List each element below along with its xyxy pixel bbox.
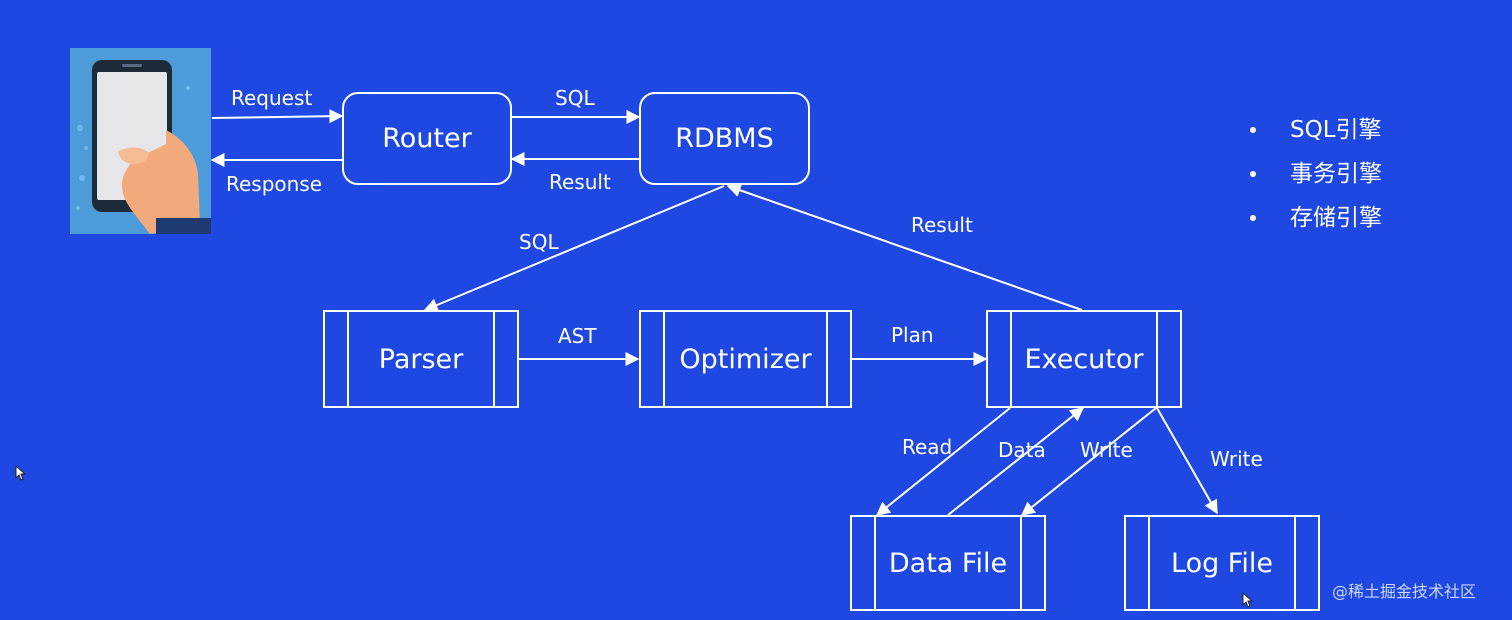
- edge-label-result-executor-rdbms: Result: [911, 213, 973, 237]
- parser-label: Parser: [378, 343, 464, 375]
- rdbms-node: RDBMS: [639, 92, 810, 185]
- mouse-cursor-icon: [15, 465, 27, 481]
- edge-label-data: Data: [998, 438, 1046, 462]
- mouse-cursor-icon: [1242, 592, 1254, 608]
- edge-label-result-rdbms-router: Result: [549, 170, 611, 194]
- edge-label-write-data: Write: [1080, 438, 1133, 462]
- watermark: @稀土掘金技术社区: [1332, 582, 1477, 601]
- engine-item-storage: 存储引擎: [1248, 200, 1382, 244]
- parser-node: Parser: [323, 310, 519, 408]
- edge-label-sql-router-rdbms: SQL: [555, 86, 595, 110]
- executor-label: Executor: [1024, 343, 1144, 375]
- smartphone-hand-icon: [70, 48, 211, 234]
- edge-write-data: [1020, 407, 1157, 516]
- edge-label-request: Request: [231, 86, 313, 110]
- engine-list: SQL引擎 事务引擎 存储引擎: [1248, 112, 1382, 244]
- edge-label-sql-rdbms-parser: SQL: [519, 230, 559, 254]
- edge-data: [947, 407, 1085, 516]
- data-file-label: Data File: [888, 547, 1008, 579]
- engine-item-transaction: 事务引擎: [1248, 156, 1382, 200]
- log-file-node: Log File: [1124, 515, 1320, 611]
- edge-request: [211, 109, 344, 124]
- data-file-node: Data File: [850, 515, 1046, 611]
- edge-label-ast: AST: [558, 324, 597, 348]
- optimizer-label: Optimizer: [679, 343, 812, 375]
- edge-result-executor-rdbms: [726, 183, 1083, 311]
- edge-write-log: [1156, 407, 1218, 515]
- edge-sql-rdbms-parser: [423, 185, 725, 312]
- edge-label-read: Read: [902, 435, 953, 459]
- log-file-label: Log File: [1171, 547, 1273, 579]
- edge-label-write-log: Write: [1210, 447, 1263, 471]
- engine-item-sql: SQL引擎: [1248, 112, 1382, 156]
- edge-label-plan: Plan: [891, 323, 934, 347]
- optimizer-node: Optimizer: [639, 310, 852, 408]
- edge-read: [875, 407, 1011, 516]
- edge-label-response: Response: [226, 172, 323, 196]
- executor-node: Executor: [986, 310, 1182, 408]
- router-node: Router: [342, 92, 512, 185]
